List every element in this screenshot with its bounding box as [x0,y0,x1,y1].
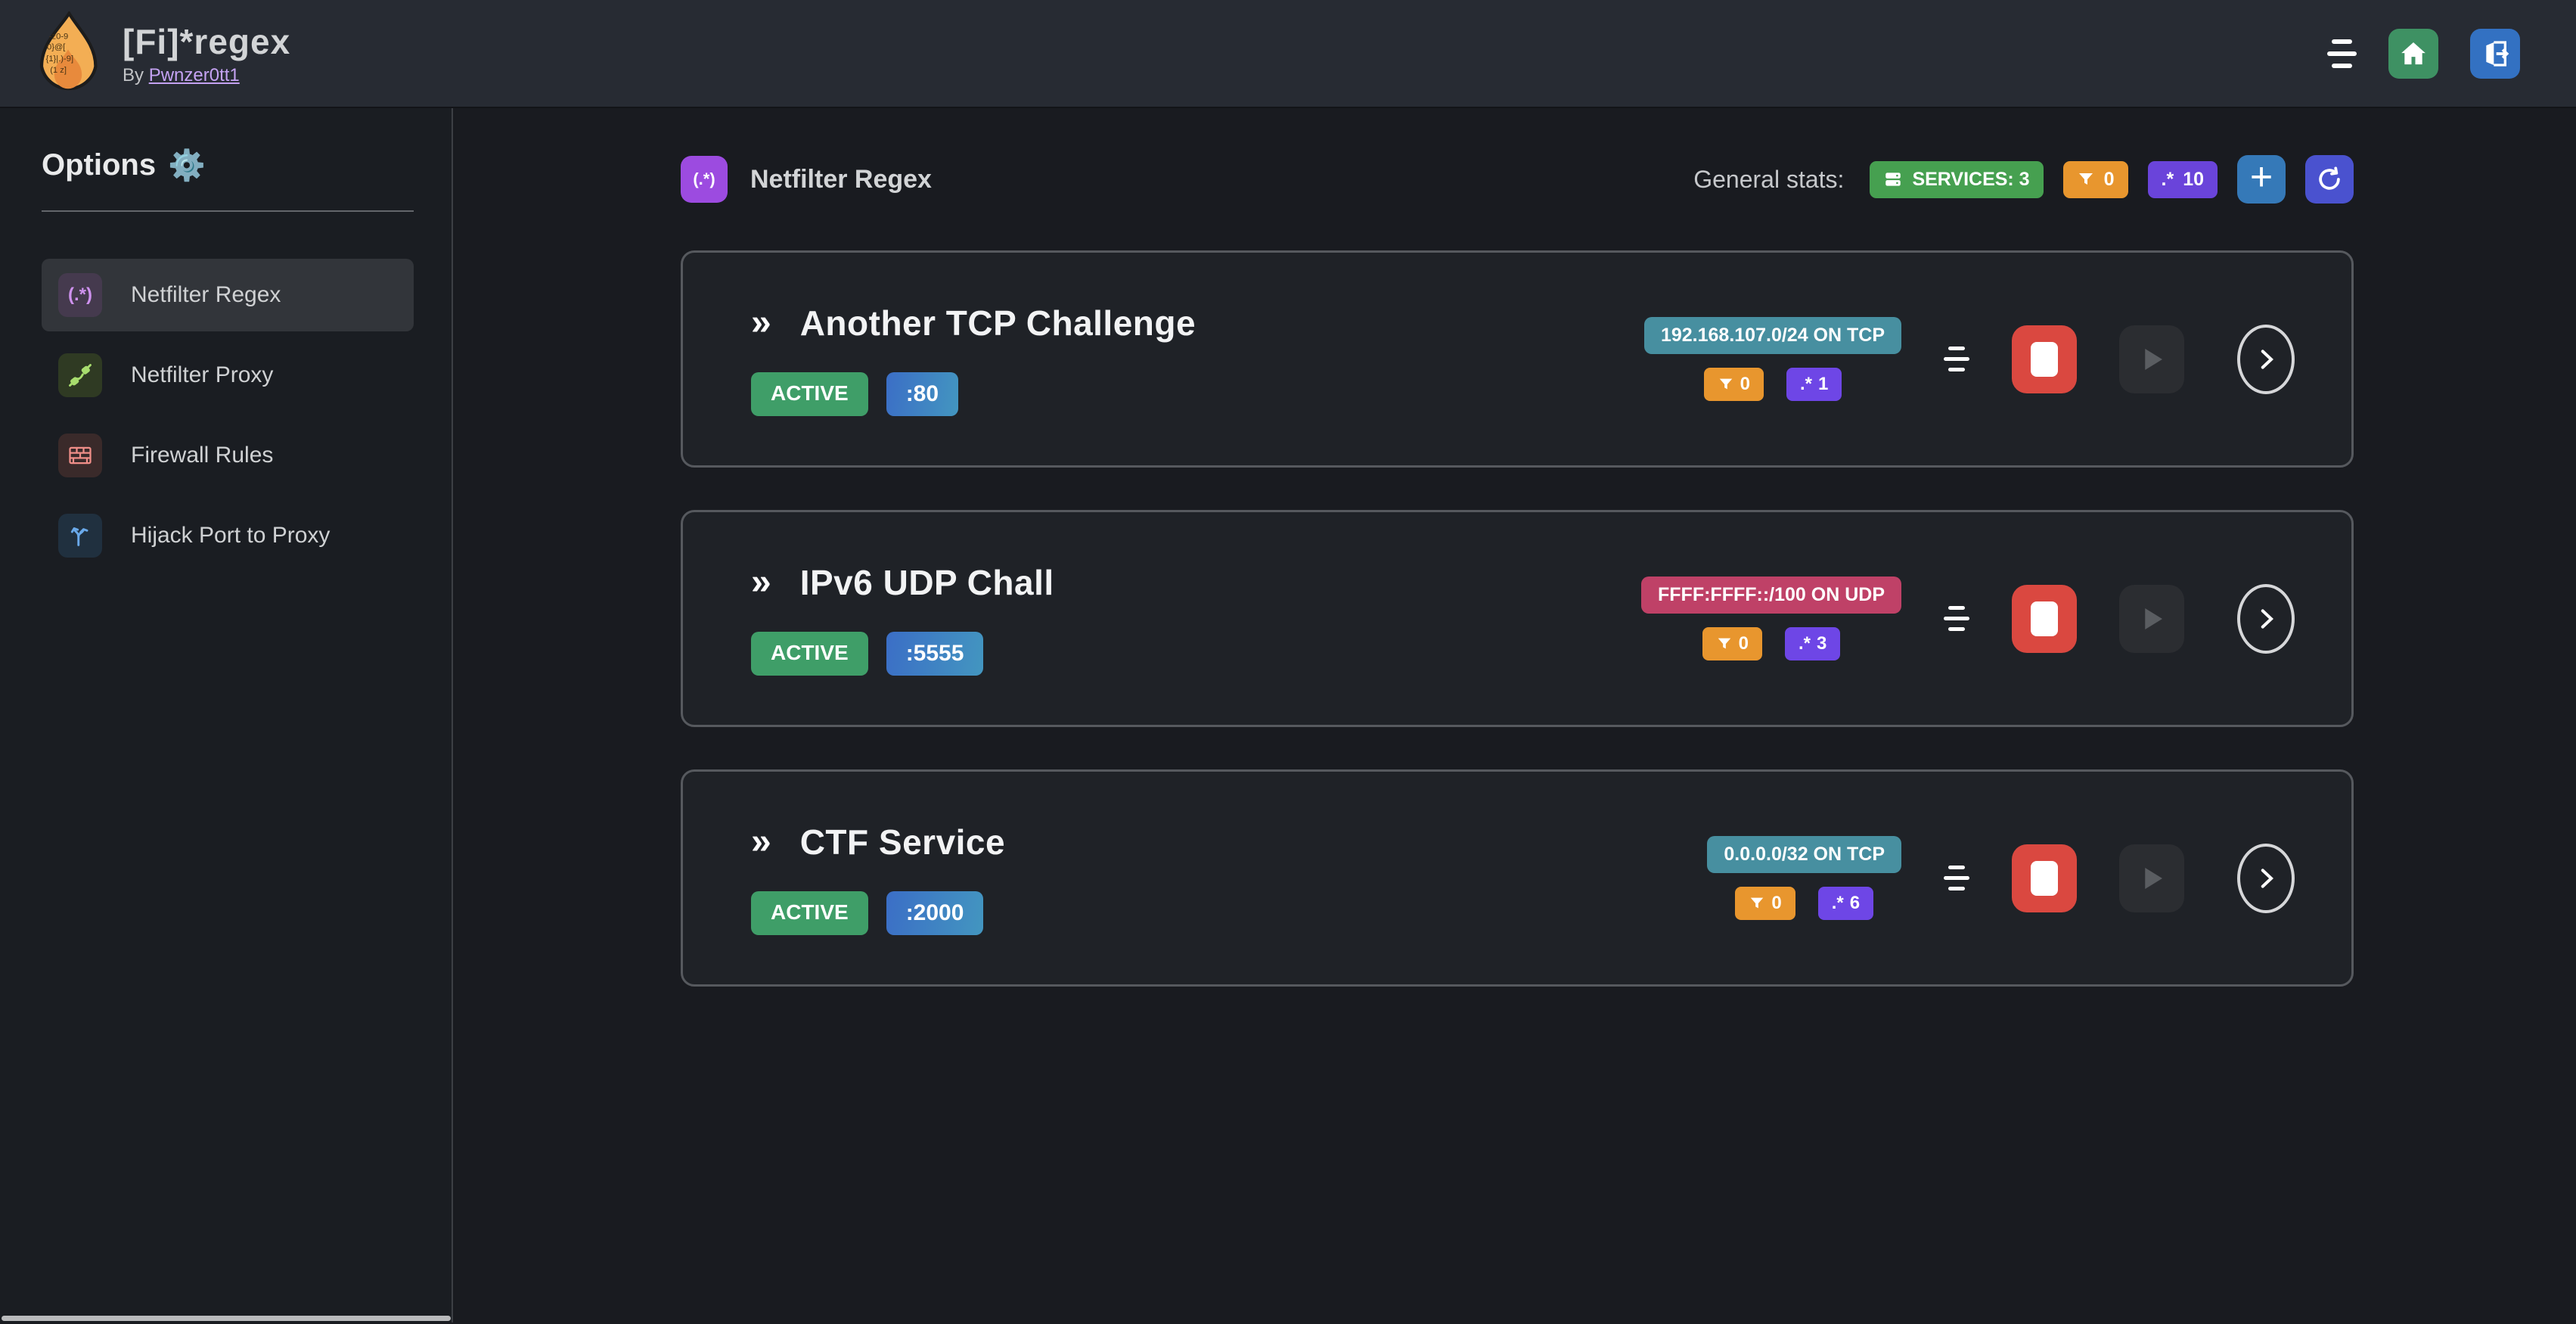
play-button[interactable] [2119,584,2184,653]
status-badge: ACTIVE [751,371,868,416]
sidebar: Options ⚙️ (.*) Netfilter Regex Netfilte… [0,108,453,1322]
sidebar-heading: Options ⚙️ [42,148,206,182]
svg-text:-z0-9: -z0-9 [49,32,69,41]
brand: -z0-9 0}@[ {1}|.)-9] (1 z] [Fi]*regex By… [33,11,290,96]
stop-button[interactable] [2012,584,2077,653]
service-options-icon[interactable] [1944,866,1969,890]
author-link[interactable]: Pwnzer0tt1 [148,64,240,85]
play-icon [2145,867,2162,889]
sidebar-divider [42,210,414,212]
service-card: » Another TCP Challenge ACTIVE :80 192.1… [681,250,2354,468]
flame-logo-icon: -z0-9 0}@[ {1}|.)-9] (1 z] [39,11,98,90]
service-options-icon[interactable] [1944,606,1969,631]
address-badge: 0.0.0.0/32 ON TCP [1707,836,1901,873]
service-name: IPv6 UDP Chall [799,562,1054,602]
open-service-button[interactable] [2237,583,2295,654]
svg-text:(1 z]: (1 z] [50,66,67,75]
stop-icon [2031,601,2058,636]
port-badge: :2000 [886,890,984,935]
regex-mini-badge: .* 1 [1786,368,1842,401]
app-title: [Fi]*regex [123,21,291,61]
horizontal-scrollbar-thumb[interactable] [2,1316,451,1321]
app-header: -z0-9 0}@[ {1}|.)-9] (1 z] [Fi]*regex By… [0,0,2576,108]
port-badge: :5555 [886,631,984,676]
stop-button[interactable] [2012,844,2077,912]
sidebar-nav: (.*) Netfilter Regex Netfilter Proxy [42,259,414,572]
double-chevron-icon: » [751,302,771,343]
stop-button[interactable] [2012,325,2077,393]
address-badge: 192.168.107.0/24 ON TCP [1643,317,1901,354]
play-icon [2145,348,2162,370]
status-badge: ACTIVE [751,890,868,935]
regex-count-badge: .* 10 [2147,160,2218,198]
sidebar-item-firewall-rules[interactable]: Firewall Rules [42,419,414,492]
gear-icon: ⚙️ [168,149,206,182]
regex-mini-badge: .* 3 [1785,627,1841,660]
double-chevron-icon: » [751,561,771,602]
service-card: » IPv6 UDP Chall ACTIVE :5555 FFFF:FFFF:… [681,510,2354,727]
play-button[interactable] [2119,325,2184,393]
port-badge: :80 [886,371,959,416]
play-button[interactable] [2119,844,2184,912]
brick-wall-icon [58,434,102,477]
section-regex-icon: (.*) [681,156,728,203]
svg-text:0}@[: 0}@[ [47,42,66,51]
sidebar-item-netfilter-regex[interactable]: (.*) Netfilter Regex [42,259,414,331]
service-list: » Another TCP Challenge ACTIVE :80 192.1… [681,250,2354,987]
play-icon [2145,608,2162,629]
open-service-button[interactable] [2237,324,2295,394]
home-icon [2401,42,2425,64]
filtered-count-badge: 0 [2062,160,2128,198]
double-chevron-icon: » [751,821,771,862]
refresh-icon [2319,166,2340,190]
logout-button[interactable] [2470,28,2520,79]
service-card: » CTF Service ACTIVE :2000 0.0.0.0/32 ON… [681,769,2354,987]
stop-icon [2031,860,2058,896]
funnel-icon [1718,638,1730,649]
open-service-button[interactable] [2237,843,2295,913]
chevron-right-icon [2261,349,2273,369]
stop-icon [2031,341,2058,377]
add-service-button[interactable]: + [2237,155,2286,204]
dot-star-icon: .* [2161,168,2174,190]
header-menu-icon[interactable] [2327,39,2357,68]
dot-star-icon: .* [1831,893,1844,913]
section-title: Netfilter Regex [750,164,932,194]
sidebar-item-hijack-port[interactable]: Hijack Port to Proxy [42,499,414,572]
regex-icon: (.*) [58,273,102,317]
general-stats-label: General stats: [1693,165,1845,193]
server-icon [1885,172,1901,186]
service-name: CTF Service [799,822,1006,862]
svg-text:{1}|.)-9]: {1}|.)-9] [46,54,74,63]
service-name: Another TCP Challenge [799,303,1196,343]
regex-mini-badge: .* 6 [1817,887,1874,920]
home-button[interactable] [2388,28,2438,79]
plug-icon [58,353,102,397]
refresh-button[interactable] [2305,155,2354,204]
dot-star-icon: .* [1799,374,1812,394]
filtered-mini-badge: 0 [1735,887,1795,920]
filtered-mini-badge: 0 [1702,627,1762,660]
services-count-badge: SERVICES: 3 [1870,160,2044,198]
funnel-icon [1719,378,1732,390]
status-badge: ACTIVE [751,631,868,676]
byline: By Pwnzer0tt1 [123,64,240,85]
service-options-icon[interactable] [1944,347,1969,371]
fork-arrows-icon [58,514,102,558]
chevron-right-icon [2261,608,2273,629]
filtered-mini-badge: 0 [1703,368,1764,401]
logout-icon [2486,40,2509,67]
funnel-icon [2078,173,2093,185]
address-badge: FFFF:FFFF::/100 ON UDP [1641,577,1901,614]
main-content: (.*) Netfilter Regex General stats: SERV… [453,108,2576,1322]
chevron-right-icon [2261,868,2273,888]
sidebar-item-netfilter-proxy[interactable]: Netfilter Proxy [42,339,414,412]
funnel-icon [1751,897,1764,909]
dot-star-icon: .* [1799,633,1811,654]
